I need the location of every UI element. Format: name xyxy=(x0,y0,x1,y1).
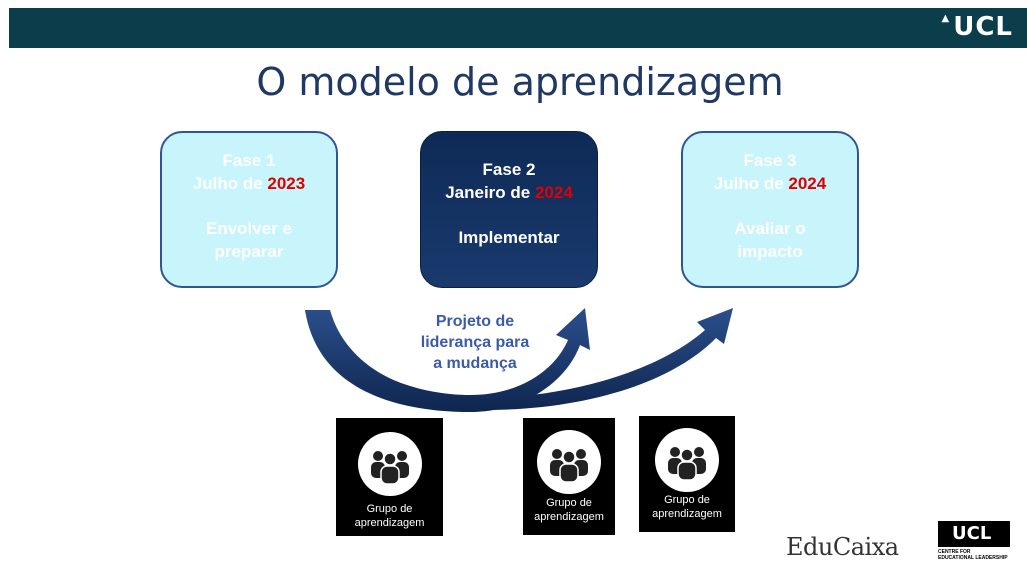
people-group-icon xyxy=(357,432,422,496)
slide-title: O modelo de aprendizagem xyxy=(256,60,784,104)
phase-3-action-2: impacto xyxy=(737,242,803,261)
people-group-icon xyxy=(537,430,601,494)
learning-group-2: Grupo de aprendizagem xyxy=(523,418,615,535)
phase-1-card: Fase 1 Julho de 2023 Envolver e preparar xyxy=(160,131,338,288)
learning-group-1: Grupo de aprendizagem xyxy=(336,418,443,536)
phase-2-card: Fase 2 Janeiro de 2024 Implementar xyxy=(420,131,598,288)
phase-3-action: Avaliar o xyxy=(734,219,806,238)
group-caption: Grupo de aprendizagem xyxy=(534,497,604,523)
curved-arrow-icon xyxy=(305,308,733,410)
educaixa-logo: EduCaixa xyxy=(786,533,899,561)
header-bar xyxy=(9,8,1027,48)
learning-group-3: Grupo de aprendizagem xyxy=(639,416,735,532)
phase-1-action-2: preparar xyxy=(214,242,284,261)
phase-2-action: Implementar xyxy=(458,228,560,247)
phase-1-title: Fase 1 xyxy=(222,151,276,170)
group-caption: Grupo de aprendizagem xyxy=(354,503,425,529)
phase-2-date: Janeiro de 2024 xyxy=(445,183,573,202)
phase-3-card: Fase 3 Julho de 2024 Avaliar o impacto xyxy=(681,131,859,288)
arrow-label: Projeto de liderança para a mudança xyxy=(420,313,530,372)
people-group-icon xyxy=(655,428,719,492)
phase-2-title: Fase 2 xyxy=(482,160,536,179)
ucl-cel-logo: UCL CENTRE FOR EDUCATIONAL LEADERSHIP xyxy=(938,521,1010,561)
phase-3-title: Fase 3 xyxy=(743,151,797,170)
phase-1-action: Envolver e xyxy=(206,219,292,238)
ucl-logo: ▲UCL xyxy=(941,12,1013,42)
group-caption: Grupo de aprendizagem xyxy=(652,494,722,520)
phase-1-date: Julho de 2023 xyxy=(192,174,306,193)
phase-3-date: Julho de 2024 xyxy=(713,174,827,193)
